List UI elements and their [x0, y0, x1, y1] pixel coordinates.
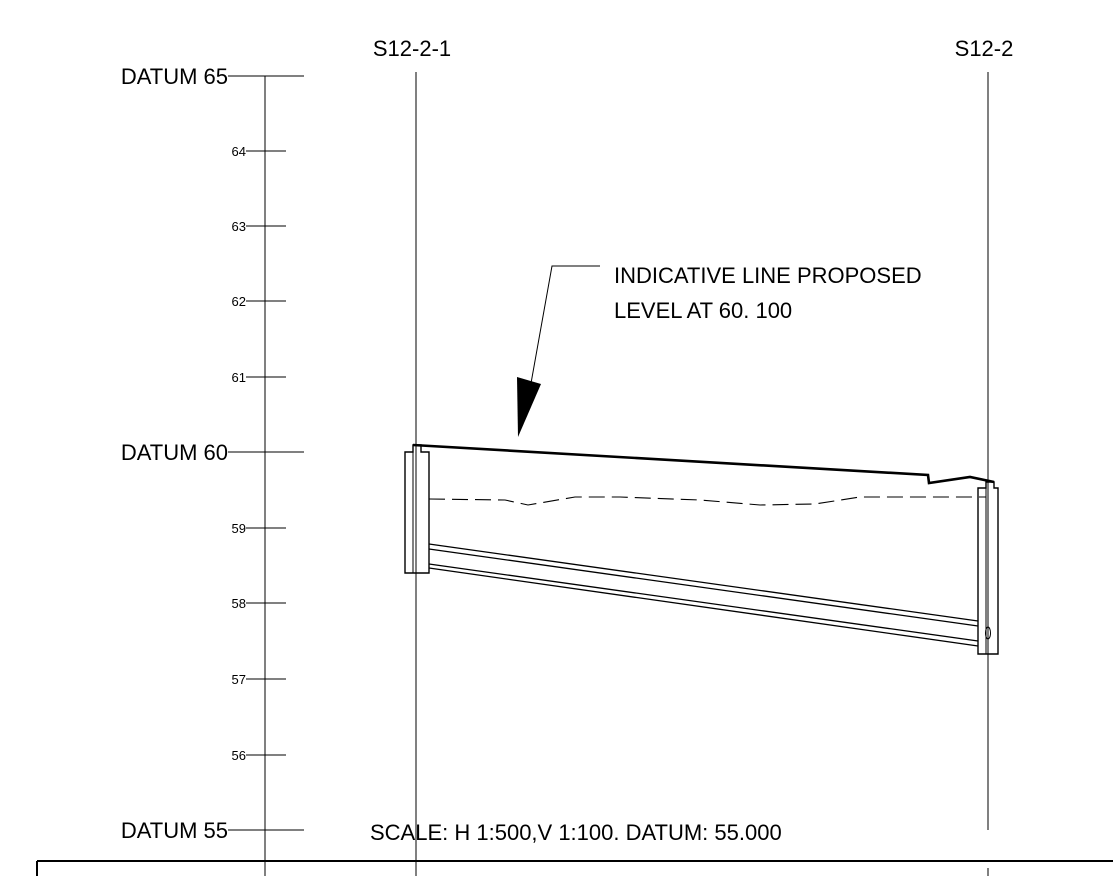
tick-64-label: 64: [232, 144, 246, 159]
datum-65-group: DATUM 65: [121, 64, 304, 89]
tick-61-label: 61: [232, 370, 246, 385]
manhole-chamber-s12-2: [977, 481, 999, 655]
tick-57: 57: [232, 672, 286, 687]
datum-55-label: DATUM 55: [121, 818, 228, 843]
tick-63: 63: [232, 219, 286, 234]
tick-59: 59: [232, 521, 286, 536]
tick-58: 58: [232, 596, 286, 611]
annotation-line-2: LEVEL AT 60. 100: [614, 298, 792, 323]
scale-note: SCALE: H 1:500,V 1:100. DATUM: 55.000: [370, 820, 782, 845]
datum-65-label: DATUM 65: [121, 64, 228, 89]
pipe-invert-line-outer: [428, 567, 979, 647]
pipe-top-line-outer: [428, 543, 979, 622]
tick-58-label: 58: [232, 596, 246, 611]
pipe-top-line-inner: [428, 548, 979, 627]
manhole-label-s12-2: S12-2: [955, 36, 1014, 61]
tick-62-label: 62: [232, 294, 246, 309]
existing-ground-line: [428, 496, 986, 506]
tick-61: 61: [232, 370, 286, 385]
datum-60-label: DATUM 60: [121, 440, 228, 465]
proposed-level-line: [412, 443, 995, 485]
tick-63-label: 63: [232, 219, 246, 234]
manhole-label-s12-2-1: S12-2-1: [373, 36, 451, 61]
tick-62: 62: [232, 294, 286, 309]
chamber-outline-left: [404, 444, 430, 574]
pipe-invert-line-inner: [428, 563, 979, 642]
tick-56-label: 56: [232, 748, 246, 763]
datum-60-group: DATUM 60: [121, 440, 304, 465]
chamber-outline-right: [977, 481, 999, 655]
annotation-line-1: INDICATIVE LINE PROPOSED: [614, 263, 922, 288]
tick-57-label: 57: [232, 672, 246, 687]
pipe-outlet-symbol: [985, 626, 991, 640]
tick-64: 64: [232, 144, 286, 159]
annotation-leader-line: [527, 265, 600, 401]
manhole-chamber-s12-2-1: [404, 444, 430, 574]
datum-55-group: DATUM 55: [121, 818, 304, 843]
annotation-arrowhead: [517, 377, 541, 437]
tick-56: 56: [232, 748, 286, 763]
tick-59-label: 59: [232, 521, 246, 536]
